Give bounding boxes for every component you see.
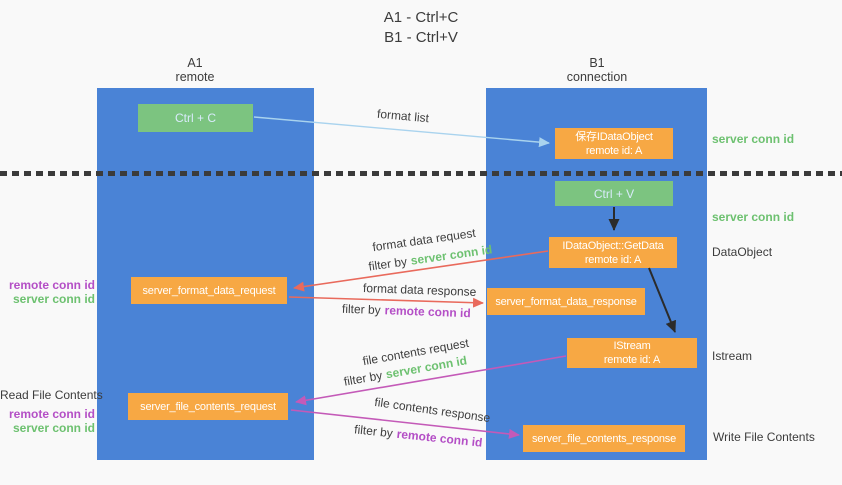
- node-save-idataobject: 保存IDataObject remote id: A: [555, 128, 673, 159]
- side-label-remote-conn-id-mid: remote conn id: [8, 278, 95, 292]
- side-label-remote-conn-id-bottom: remote conn id: [8, 407, 95, 421]
- lifeline-b1-name: B1: [589, 56, 605, 70]
- remote-conn-id-text: remote conn id: [396, 426, 484, 450]
- server-file-contents-response-label: server_file_contents_response: [531, 432, 676, 445]
- node-ctrl-c: Ctrl + C: [138, 104, 253, 132]
- label-file-contents-response: file contents response: [374, 395, 492, 425]
- istream-line1: IStream: [613, 340, 651, 352]
- side-label-write-file-contents: Write File Contents: [713, 430, 815, 444]
- label-format-list: format list: [376, 107, 429, 125]
- node-istream: IStream remote id: A: [567, 338, 697, 368]
- getdata-line2: remote id: A: [584, 253, 642, 266]
- node-server-format-data-response: server_format_data_response: [487, 288, 645, 315]
- lifeline-header-a1: A1 remote: [115, 56, 275, 84]
- lifeline-a1-name: A1: [187, 56, 203, 70]
- server-format-data-request-label: server_format_data_request: [142, 284, 276, 297]
- node-server-file-contents-request: server_file_contents_request: [128, 393, 288, 420]
- side-label-server-conn-id-top: server conn id: [712, 132, 795, 146]
- side-label-server-conn-id-mid: server conn id: [712, 210, 795, 224]
- lifeline-b1-role: connection: [566, 70, 628, 84]
- ctrl-v-label: Ctrl + V: [593, 186, 635, 201]
- title-line-1: A1 - Ctrl+C: [383, 9, 459, 26]
- side-label-group-format: remote conn id server conn id: [0, 278, 95, 306]
- getdata-line1: IDataObject::GetData: [562, 239, 664, 252]
- side-label-group-file: remote conn id server conn id: [0, 407, 95, 435]
- side-label-read-file-contents: Read File Contents: [0, 388, 103, 402]
- remote-conn-id-text: remote conn id: [384, 303, 471, 321]
- istream-line2: remote id: A: [603, 354, 661, 366]
- title-line-2: B1 - Ctrl+V: [384, 29, 458, 46]
- side-label-dataobject: DataObject: [712, 245, 773, 259]
- ctrl-c-label: Ctrl + C: [174, 111, 216, 125]
- label-format-data-response: format data response: [363, 281, 477, 299]
- side-label-server-conn-id-left-mid: server conn id: [12, 292, 95, 306]
- lifeline-header-b1: B1 connection: [517, 56, 677, 84]
- save-idataobject-line1: 保存IDataObject: [575, 130, 653, 143]
- lifeline-a1-role: remote: [175, 70, 215, 84]
- node-idataobject-getdata: IDataObject::GetData remote id: A: [549, 237, 677, 268]
- diagram-title: A1 - Ctrl+C B1 - Ctrl+V: [0, 8, 842, 48]
- filter-by-text: filter by: [367, 254, 408, 274]
- side-label-istream: Istream: [712, 349, 753, 363]
- side-label-server-conn-id-left-bottom: server conn id: [12, 421, 95, 435]
- file-contents-response-text: file contents response: [373, 394, 492, 426]
- filter-by-text: filter by: [342, 368, 384, 389]
- node-server-format-data-request: server_format_data_request: [131, 277, 287, 304]
- filter-by-text: filter by: [341, 301, 381, 318]
- node-ctrl-v: Ctrl + V: [555, 181, 673, 206]
- save-idataobject-line2: remote id: A: [585, 144, 643, 157]
- server-file-contents-request-label: server_file_contents_request: [140, 400, 276, 413]
- filter-by-text: filter by: [353, 422, 394, 441]
- dotted-divider-line: [0, 171, 842, 176]
- server-format-data-response-label: server_format_data_response: [495, 295, 637, 308]
- node-server-file-contents-response: server_file_contents_response: [523, 425, 685, 452]
- format-data-response-text: format data response: [362, 281, 477, 299]
- format-list-text: format list: [376, 106, 430, 126]
